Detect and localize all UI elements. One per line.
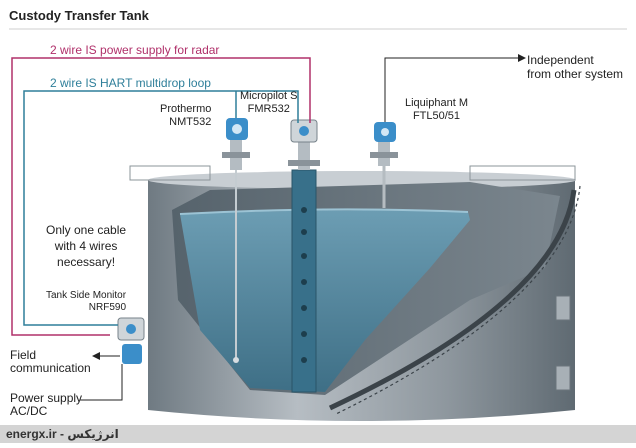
- prothermo-label: Prothermo NMT532: [160, 103, 212, 128]
- micropilot-label: Micropilot S FMR532: [240, 90, 298, 115]
- footer-watermark: energx.ir - انرژیکس: [6, 427, 119, 441]
- side-nozzle-lower: [555, 365, 571, 391]
- independent-system-label: Independent from other system: [527, 53, 624, 81]
- diagram-title: Custody Transfer Tank: [9, 8, 149, 23]
- roof-railing-right: [469, 165, 576, 181]
- one-cable-note: Only one cable with 4 wires necessary!: [46, 223, 127, 269]
- field-communication-label: Field communication: [10, 348, 91, 375]
- power-supply-label: Power supply AC/DC: [10, 391, 83, 418]
- independent-arrow: [518, 54, 526, 62]
- power-supply-line: [80, 364, 123, 401]
- tank-side-monitor-label: Tank Side Monitor NRF590: [46, 290, 127, 313]
- liquiphant-label: Liquiphant M FTL50/51: [405, 97, 468, 122]
- radar-power-label: 2 wire IS power supply for radar: [50, 43, 220, 57]
- liquiphant-device: [370, 122, 398, 166]
- prothermo-device: [222, 118, 250, 170]
- hart-loop-label: 2 wire IS HART multidrop loop: [50, 76, 211, 90]
- hart-loop-line: [23, 90, 299, 326]
- side-nozzle-upper: [555, 295, 571, 321]
- tank-side-monitor-device: [117, 317, 145, 364]
- radar-power-line: [11, 57, 311, 336]
- liquid-surface: [179, 208, 469, 215]
- spiral-stair: [328, 189, 577, 411]
- field-comm-arrow-head: [92, 352, 100, 360]
- micropilot-device: [288, 119, 320, 170]
- stilling-well-holes: [301, 207, 307, 363]
- liquid-product: [180, 210, 470, 392]
- independent-line: [384, 57, 518, 122]
- footer-bar: [0, 425, 636, 443]
- roof-railing-left: [129, 165, 211, 181]
- stair-rail: [335, 185, 581, 415]
